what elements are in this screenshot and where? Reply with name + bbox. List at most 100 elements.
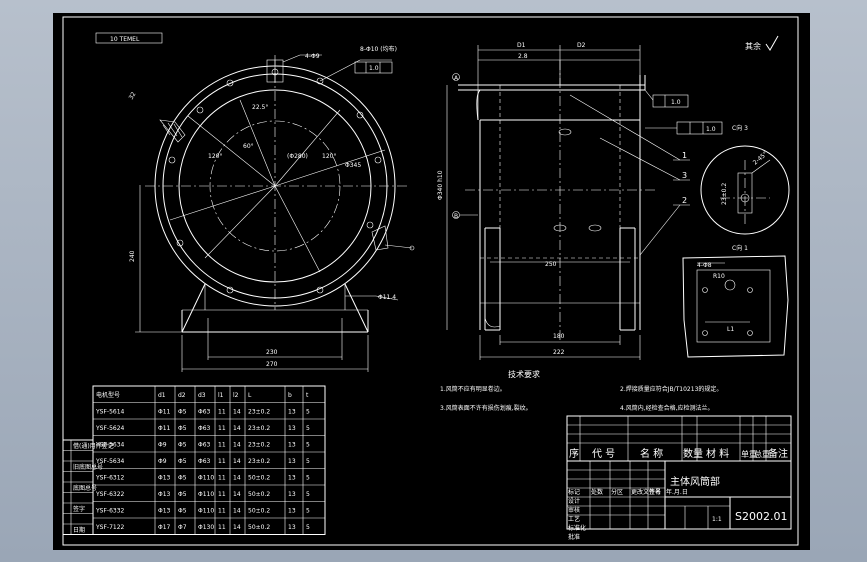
left-strip-cell: 底图总号 [73,484,97,492]
motor-table-cell: 50±0.2 [248,508,270,515]
motor-table-cell: Φ5 [178,409,187,416]
motor-table-cell: Φ110 [198,491,214,498]
motor-table-cell: 11 [218,458,226,465]
item-mark-1: 1 [682,151,687,160]
tb-h-seq: 序 [569,447,579,460]
motor-table-cell: Φ13 [158,491,171,498]
left-strip-cell: 旧底图总号 [73,463,103,471]
motor-table-cell: Φ63 [198,442,211,449]
motor-table-cell: Φ7 [178,524,187,531]
title-block-revision-label: 标记 [568,488,580,496]
motor-table-cell: Φ13 [158,475,171,482]
motor-table-header: d2 [178,392,186,399]
motor-table-cell: 11 [218,475,226,482]
motor-table-cell: Φ5 [178,508,187,515]
title-block-role-label: 批准 [568,533,580,541]
motor-table-cell: 23±0.2 [248,409,270,416]
motor-table-cell: 13 [288,409,296,416]
motor-table-cell: Φ9 [158,458,167,465]
motor-table-header: l2 [233,392,239,399]
corner-tag: 10 TEMEL [110,36,140,43]
outer-border [62,16,799,546]
motor-table-cell: YSF-7122 [95,524,125,531]
roughness-other: 其余 [745,41,761,51]
datum-a: A [454,75,459,82]
detail-holes: 4-Φ8 [697,262,712,269]
motor-table-cell: 13 [288,508,296,515]
side-dim: Φ340 h10 [437,170,444,200]
motor-table-cell: 13 [288,491,296,498]
tb-h-mat: 材 料 [706,447,729,460]
detail-c1 [682,255,789,358]
dim-bottom1: 230 [266,349,278,356]
side-d2: D2 [577,42,586,49]
motor-table-cell: 23±0.2 [248,442,270,449]
left-strip-cell: 日期 [73,526,85,534]
side-len3: 222 [553,349,565,356]
detail-ang: 2-45° [752,150,769,166]
dim-bottom2: 270 [266,361,278,368]
title-block [566,415,792,530]
motor-table-cell: 11 [218,491,226,498]
motor-table-cell: Φ5 [178,425,187,432]
motor-table-cell: Φ5 [178,491,187,498]
title-block-revision-label: 处数 [591,488,603,496]
motor-table-grid [92,385,326,535]
motor-table-cell: 11 [218,425,226,432]
motor-table-cell: Φ110 [198,508,214,515]
tech-title: 技术要求 [508,369,540,379]
motor-table-cell: 5 [306,491,310,498]
title-block-small-text: 标记处数分区更改文件号签名年.月.日设计审核工艺标准化批准 [568,488,688,541]
motor-table-cell: 11 [218,409,226,416]
motor-table-cell: 13 [288,425,296,432]
motor-table-cell: Φ5 [178,475,187,482]
side-tol2: 1.0 [706,126,716,133]
side-len2: 180 [553,333,565,340]
side-d3: 2.8 [518,53,528,60]
motor-table-cell: 14 [233,458,241,465]
motor-table-header: t [306,392,309,399]
motor-table-cell: 13 [288,458,296,465]
motor-table-cell: Φ17 [158,524,171,531]
motor-table-cell: Φ5 [178,442,187,449]
motor-table-cell: 5 [306,475,310,482]
left-strip-cell: 借(通)用件登记 [73,442,114,450]
motor-table-cell: 14 [233,508,241,515]
motor-table-cell: Φ110 [198,475,214,482]
motor-table-cell: Φ9 [158,442,167,449]
tech-note-4: 4.风筒内,经检查合格,应检测法兰。 [620,404,714,412]
motor-table-cell: YSF-6322 [95,491,125,498]
title-block-revision-label: 更改文件号 [631,488,661,496]
tech-note-1: 1.风筒不应有明显卷边。 [440,385,506,393]
detail-l1: L1 [727,326,734,333]
angle-22-5: 22.5° [252,104,268,111]
motor-table-header: b [288,392,292,399]
datum-b: B [454,213,458,220]
roughness-check-icon [765,35,779,51]
title-block-revision-label: 分区 [611,488,623,496]
dia-inner: (Φ280) [287,153,308,160]
angle-120-right: 120° [322,153,336,160]
title-block-role-label: 设计 [568,497,580,505]
tb-h-name: 名 称 [640,447,663,460]
motor-table-cell: 50±0.2 [248,491,270,498]
motor-table-header: d3 [198,392,206,399]
motor-table-cell: 14 [233,491,241,498]
side-len1: 250 [545,261,557,268]
motor-table-cell: YSF-5634 [95,458,125,465]
front-view [135,54,415,372]
detail-dim: 23±0.2 [721,183,728,205]
motor-table-cell: YSF-5634 [95,442,125,449]
motor-table-cell: 14 [233,425,241,432]
motor-table-cell: 11 [218,442,226,449]
motor-table-cell: 5 [306,524,310,531]
motor-table-cell: Φ63 [198,458,211,465]
tech-note-2: 2.焊接质量应符合JB/T10213的规定。 [620,385,722,393]
tb-h-remark: 备注 [768,447,788,460]
angle-60: 60° [243,143,254,150]
holes2-label: 8-Φ10 (均布) [360,45,397,53]
detail-r2: R10 [713,273,725,280]
